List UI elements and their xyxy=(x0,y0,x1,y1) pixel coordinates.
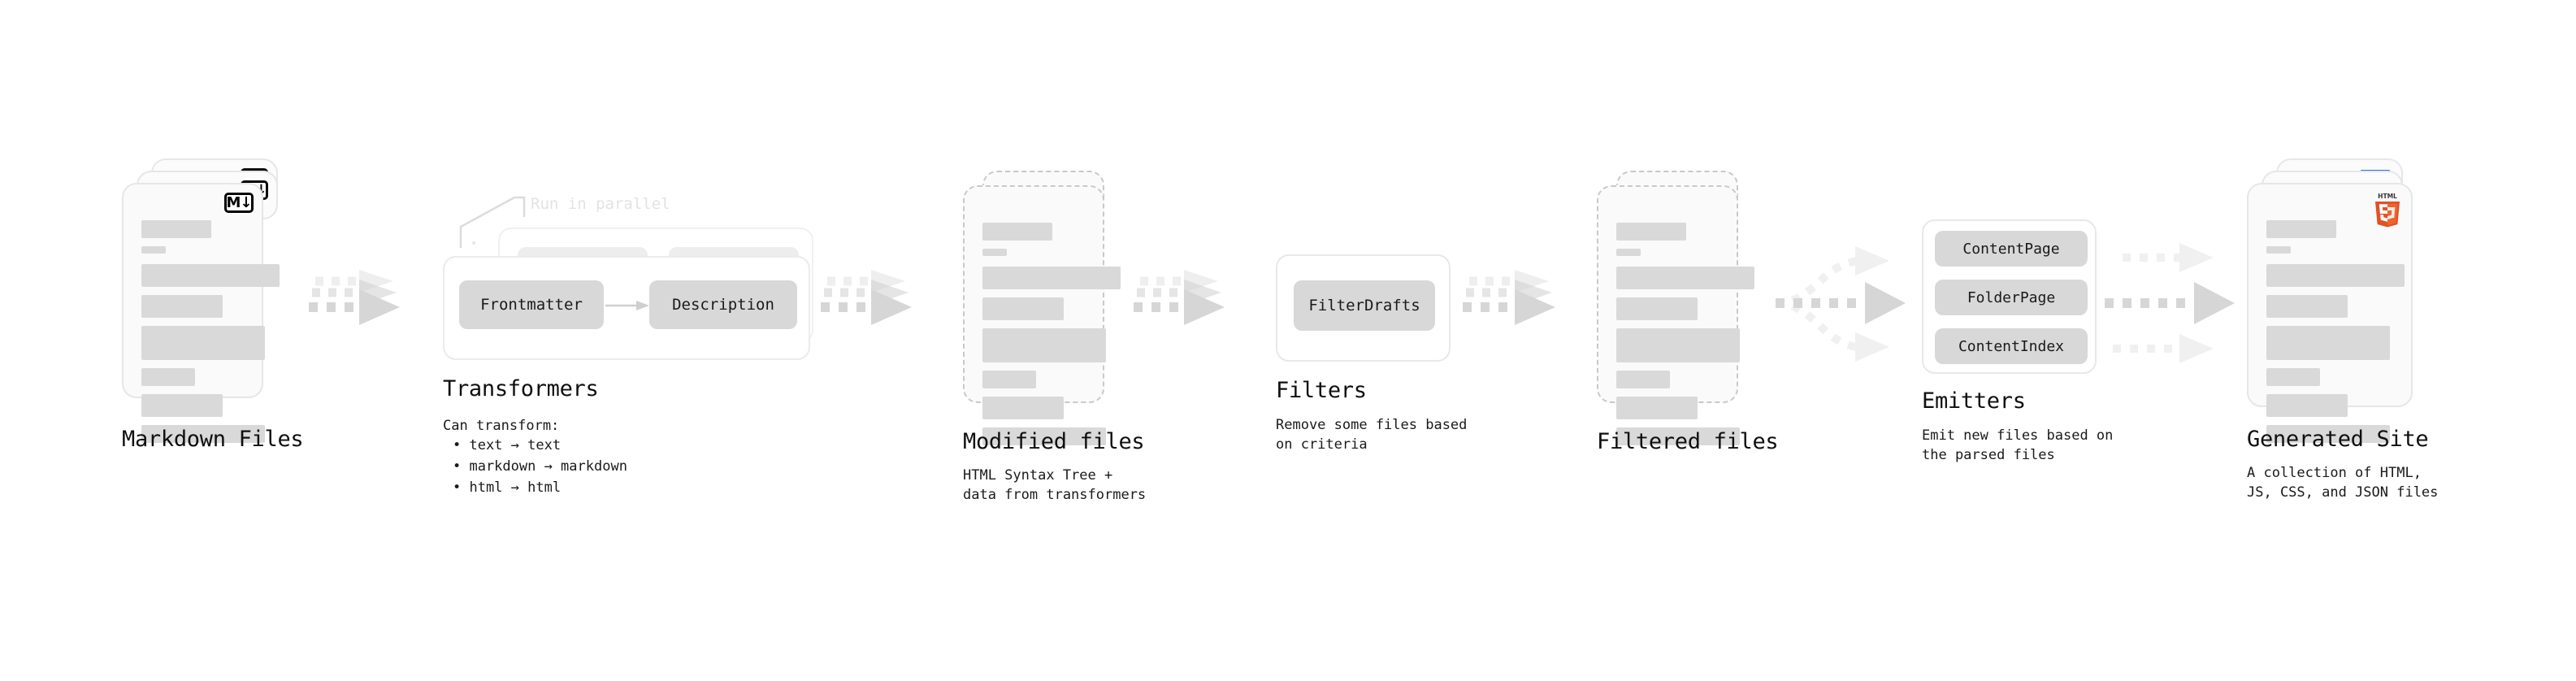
skeleton-bar xyxy=(982,249,1007,256)
skeleton-bar xyxy=(141,264,280,287)
skeleton-bar xyxy=(141,368,195,386)
skeleton-bar xyxy=(141,295,223,318)
skeleton-bar xyxy=(2266,264,2405,287)
stage-filters: FilterDrafts Filters Remove some files b… xyxy=(1276,254,1467,453)
skeleton-bar xyxy=(1616,267,1754,289)
transformers-bullet-1: • markdown → markdown xyxy=(453,458,627,475)
skeleton-bar xyxy=(141,425,265,443)
doc-card-front xyxy=(1597,185,1754,445)
skeleton-bar xyxy=(1616,397,1698,419)
stage-emitters: ContentPage FolderPage ContentIndex Emit… xyxy=(1922,219,2113,463)
stage-title-transformers: Transformers xyxy=(443,376,599,401)
arrow-emitters-to-site xyxy=(2105,243,2235,363)
stage-title-emitters: Emitters xyxy=(1922,388,2026,414)
stage-title-modified-files: Modified files xyxy=(963,429,1145,454)
skeleton-bar xyxy=(2266,368,2320,386)
skeleton-bar xyxy=(982,328,1106,362)
skeleton-bar xyxy=(1616,249,1641,256)
transformers-bullet-0: • text → text xyxy=(453,437,562,453)
skeleton-bar xyxy=(1616,223,1686,241)
filters-subtitle: Remove some files based on criteria xyxy=(1276,417,1468,453)
skeleton-bar xyxy=(982,427,1106,445)
skeleton-bar xyxy=(982,223,1052,241)
arrow-filters-to-filtered xyxy=(1463,270,1555,325)
filtered-file-stack xyxy=(1597,171,1767,445)
stage-generated-site: CSS JS HTML Generated Site A collection … xyxy=(2247,158,2438,501)
skeleton-bar xyxy=(982,297,1064,320)
skeleton-bar xyxy=(141,246,166,254)
emitters-pill-contentindex[interactable]: ContentIndex xyxy=(1935,328,2088,364)
arrow-filtered-to-emitters xyxy=(1775,246,1906,362)
transformers-subtitle: Can transform: xyxy=(443,418,560,434)
skeleton-bar xyxy=(141,220,211,238)
doc-card-front: HTML xyxy=(2247,183,2413,443)
stage-title-filters: Filters xyxy=(1276,378,1367,403)
stage-title-markdown-files: Markdown Files xyxy=(122,427,304,452)
transformer-inner-arrow xyxy=(605,301,649,310)
modified-file-stack xyxy=(963,171,1134,445)
markdown-file-stack: M↓ M↓ M↓ xyxy=(122,158,293,443)
html5-icon: HTML xyxy=(2375,193,2400,228)
generated-site-stack: CSS JS HTML xyxy=(2247,158,2422,443)
skeleton-bar xyxy=(141,394,223,417)
transformer-group-back-1: Frontmatter Description xyxy=(472,241,773,305)
skeleton-bar xyxy=(141,326,265,360)
note-run-in-parallel: Run in parallel xyxy=(531,195,670,213)
modified-files-subtitle: HTML Syntax Tree + data from transformer… xyxy=(963,467,1147,503)
skeleton-bar xyxy=(1616,328,1740,362)
emitters-pill-folderpage[interactable]: FolderPage xyxy=(1935,280,2088,315)
skeleton-bar xyxy=(1616,371,1670,388)
stage-title-generated-site: Generated Site xyxy=(2247,427,2429,452)
run-in-parallel-leader xyxy=(459,196,526,248)
stage-title-filtered-files: Filtered files xyxy=(1597,429,1779,454)
skeleton-bar xyxy=(2266,246,2291,254)
skeleton-bar xyxy=(982,371,1036,388)
transformer-pill-description[interactable]: Description xyxy=(649,280,797,329)
emitters-group: ContentPage FolderPage ContentIndex xyxy=(1922,219,2097,374)
doc-card-front: M↓ xyxy=(122,183,280,443)
arrow-markdown-to-transformers xyxy=(309,270,400,325)
skeleton-bar xyxy=(2266,326,2390,360)
filters-pill-filterdrafts[interactable]: FilterDrafts xyxy=(1294,280,1435,331)
stage-markdown-files: M↓ M↓ M↓ Markdown Files xyxy=(122,158,304,452)
markdown-badge: M↓ xyxy=(224,193,254,213)
skeleton-bar xyxy=(2266,394,2348,417)
transformer-group-front: Frontmatter Description xyxy=(443,256,810,360)
skeleton-bar xyxy=(982,397,1064,419)
arrow-transformers-to-modified xyxy=(821,270,912,325)
transformers-bullet-2: • html → html xyxy=(453,479,562,496)
arrow-modified-to-filters xyxy=(1134,270,1225,325)
emitters-pill-contentpage[interactable]: ContentPage xyxy=(1935,231,2088,267)
skeleton-bar xyxy=(2266,220,2336,238)
stage-filtered-files: Filtered files xyxy=(1597,171,1779,454)
emitters-subtitle: Emit new files based on the parsed files xyxy=(1922,427,2114,463)
filters-group: FilterDrafts xyxy=(1276,254,1451,362)
skeleton-bar xyxy=(1616,427,1740,445)
transformer-pill-frontmatter[interactable]: Frontmatter xyxy=(459,280,604,329)
skeleton-bar xyxy=(1616,297,1698,320)
generated-site-subtitle: A collection of HTML, JS, CSS, and JSON … xyxy=(2247,465,2439,501)
skeleton-bar xyxy=(2266,295,2348,318)
skeleton-bar xyxy=(982,267,1121,289)
skeleton-bar xyxy=(2266,425,2390,443)
stage-modified-files: Modified files HTML Syntax Tree + data f… xyxy=(963,171,1146,503)
svg-text:HTML: HTML xyxy=(2378,193,2397,200)
doc-card-front xyxy=(963,185,1121,445)
markdown-badge-text: M↓ xyxy=(226,194,253,211)
